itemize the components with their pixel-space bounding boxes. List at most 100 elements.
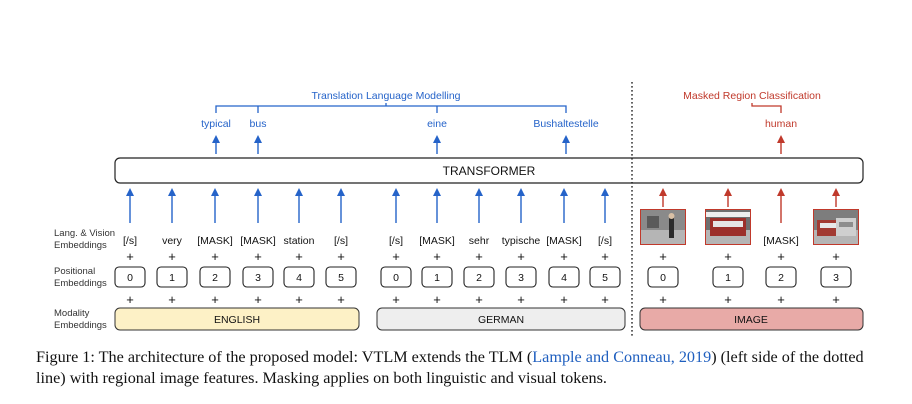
token-english-5: [/s] — [334, 235, 348, 247]
mrc-bracket — [751, 103, 782, 113]
token-german-0: [/s] — [389, 235, 403, 247]
plus-top-image-0: + — [659, 249, 667, 264]
position-box-german-1 — [421, 266, 453, 288]
plus-top-german-3: + — [517, 249, 525, 264]
token-german-2: sehr — [469, 235, 490, 247]
position-value-german-4: 4 — [561, 272, 567, 284]
position-value-english-2: 2 — [212, 272, 218, 284]
position-box-german-0 — [380, 266, 412, 288]
token-english-1: very — [162, 235, 183, 247]
modality-row: ENGLISH GERMAN IMAGE — [114, 307, 864, 331]
tlm-objective: Translation Language Modelling typical b… — [201, 90, 599, 154]
row-labels: Lang. & Vision Embeddings Positional Emb… — [54, 228, 115, 331]
plus-bottom-english-5: + — [337, 292, 345, 307]
mrc-objective-label: Masked Region Classification — [683, 90, 821, 102]
modality-label-english: ENGLISH — [214, 314, 260, 326]
position-value-german-0: 0 — [393, 272, 399, 284]
tlm-target-bus: bus — [250, 118, 267, 130]
transformer-box — [114, 157, 864, 184]
position-value-image-2: 2 — [778, 272, 784, 284]
transformer-label: TRANSFORMER — [443, 164, 536, 178]
tlm-target-typical: typical — [201, 118, 231, 130]
position-value-german-2: 2 — [476, 272, 482, 284]
row-label-positional-line1: Positional — [54, 266, 95, 277]
position-box-german-2 — [463, 266, 495, 288]
position-box-english-4 — [283, 266, 315, 288]
position-box-german-5 — [589, 266, 621, 288]
modality-label-german: GERMAN — [478, 314, 524, 326]
architecture-diagram: Lang. & Vision Embeddings Positional Emb… — [54, 82, 864, 336]
plus-top-image-1: + — [724, 249, 732, 264]
mrc-objective: Masked Region Classification human — [683, 90, 821, 154]
plus-top-english-1: + — [168, 249, 176, 264]
position-value-english-4: 4 — [296, 272, 302, 284]
plus-top-image-2: + — [777, 249, 785, 264]
position-value-german-3: 3 — [518, 272, 524, 284]
plus-bottom-english-1: + — [168, 292, 176, 307]
plus-top-german-5: + — [601, 249, 609, 264]
image-region-1 — [705, 209, 751, 245]
position-box-german-3 — [505, 266, 537, 288]
row-label-modality-line1: Modality — [54, 308, 90, 319]
plus-top-english-4: + — [295, 249, 303, 264]
transformer-block: TRANSFORMER — [114, 157, 864, 184]
position-box-english-3 — [242, 266, 274, 288]
tlm-objective-label: Translation Language Modelling — [311, 90, 460, 102]
plus-top-image-3: + — [832, 249, 840, 264]
modality-bar-german — [376, 307, 626, 331]
plus-row-bottom: ++++++++++++++++ — [126, 292, 840, 307]
plus-top-english-0: + — [126, 249, 134, 264]
image-region-3 — [813, 209, 859, 245]
plus-bottom-german-2: + — [475, 292, 483, 307]
token-german-4: [MASK] — [546, 235, 582, 247]
modality-bar-english — [114, 307, 360, 331]
mrc-target-human: human — [765, 118, 797, 130]
token-german-5: [/s] — [598, 235, 612, 247]
plus-top-english-5: + — [337, 249, 345, 264]
position-value-english-1: 1 — [169, 272, 175, 284]
position-box-image-2 — [765, 266, 797, 288]
caption-text-before: Figure 1: The architecture of the propos… — [36, 348, 533, 366]
position-value-english-3: 3 — [255, 272, 261, 284]
position-value-image-3: 3 — [833, 272, 839, 284]
plus-bottom-german-5: + — [601, 292, 609, 307]
image-region-0 — [640, 209, 686, 245]
token-row: [/s]very[MASK][MASK]station[/s][/s][MASK… — [123, 209, 859, 247]
plus-top-german-2: + — [475, 249, 483, 264]
figure-caption: Figure 1: The architecture of the propos… — [36, 347, 896, 389]
caption-text-after: ) (left side of the dotted line) with re… — [36, 348, 864, 387]
plus-bottom-german-1: + — [433, 292, 441, 307]
position-box-image-1 — [712, 266, 744, 288]
position-box-english-1 — [156, 266, 188, 288]
caption-citation-link[interactable]: Lample and Conneau, 2019 — [532, 348, 712, 366]
position-value-english-0: 0 — [127, 272, 133, 284]
plus-row-top: ++++++++++++++++ — [126, 249, 840, 264]
tlm-target-bushaltestelle: Bushaltestelle — [533, 118, 599, 130]
tlm-target-eine: eine — [427, 118, 447, 130]
plus-bottom-english-3: + — [254, 292, 262, 307]
modality-bar-image — [639, 307, 864, 331]
token-german-1: [MASK] — [419, 235, 455, 247]
plus-top-german-0: + — [392, 249, 400, 264]
token-english-0: [/s] — [123, 235, 137, 247]
position-value-german-1: 1 — [434, 272, 440, 284]
position-value-german-5: 5 — [602, 272, 608, 284]
row-label-lang-vision-line2: Embeddings — [54, 240, 107, 251]
token-english-3: [MASK] — [240, 235, 276, 247]
plus-bottom-image-0: + — [659, 292, 667, 307]
position-box-english-2 — [199, 266, 231, 288]
plus-top-german-1: + — [433, 249, 441, 264]
position-value-image-1: 1 — [725, 272, 731, 284]
position-box-german-4 — [548, 266, 580, 288]
plus-top-german-4: + — [560, 249, 568, 264]
position-box-image-0 — [647, 266, 679, 288]
plus-bottom-image-2: + — [777, 292, 785, 307]
plus-top-english-3: + — [254, 249, 262, 264]
position-box-image-3 — [820, 266, 852, 288]
row-label-modality-line2: Embeddings — [54, 320, 107, 331]
row-label-lang-vision-line1: Lang. & Vision — [54, 228, 115, 239]
plus-bottom-german-3: + — [517, 292, 525, 307]
token-english-2: [MASK] — [197, 235, 233, 247]
plus-bottom-english-0: + — [126, 292, 134, 307]
